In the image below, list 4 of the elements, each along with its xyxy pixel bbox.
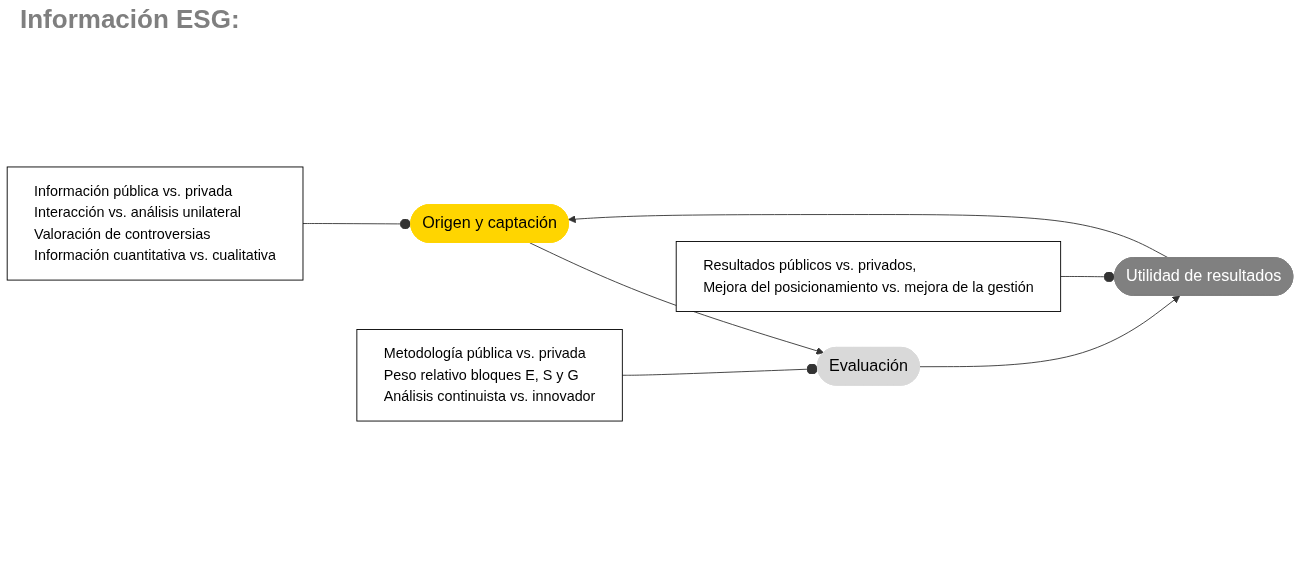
- node-box: Metodología pública vs. privada Peso relativo bloques E, S y G Análisis continuista vs. innovador: [356, 329, 623, 422]
- node-box: Información pública vs. privada Interacción vs. análisis unilateral Valoración de controversias Información cuantitativa vs. cualitativa: [6, 166, 304, 281]
- diagram-title: Información ESG:: [20, 4, 241, 35]
- node-box: Resultados públicos vs. privados, Mejora del posicionamiento vs. mejora de la gestión: [675, 241, 1062, 312]
